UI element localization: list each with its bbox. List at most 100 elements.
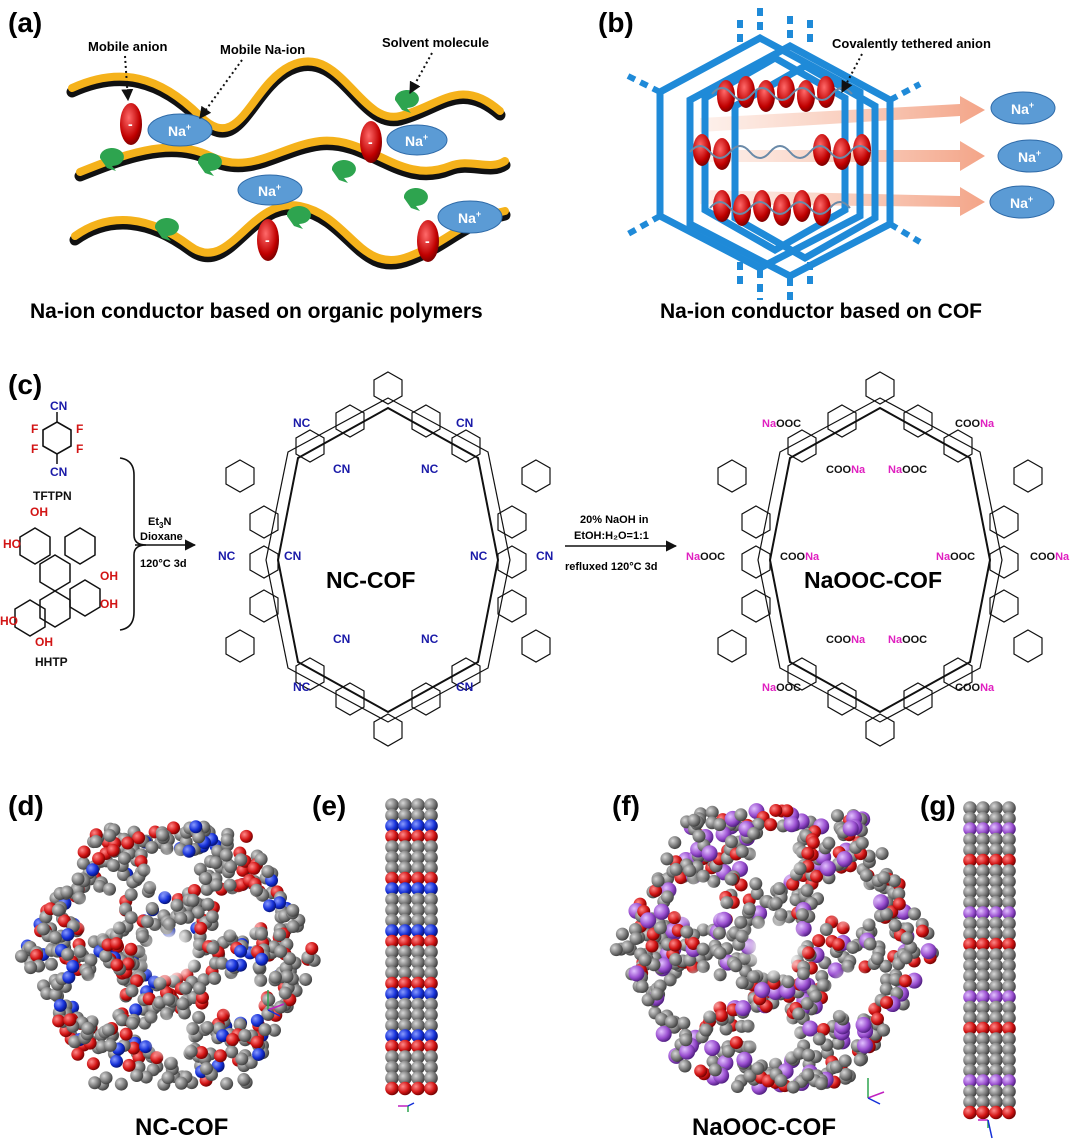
atom-sphere — [664, 1015, 678, 1029]
atom-sphere — [385, 850, 399, 865]
atom-sphere — [729, 1036, 743, 1050]
atom-sphere — [192, 1010, 206, 1024]
atom-sphere — [176, 997, 190, 1011]
atom-sphere — [101, 1023, 115, 1037]
atom-sphere — [255, 952, 269, 966]
atom-sphere — [989, 811, 1003, 826]
svg-text:CN: CN — [284, 549, 301, 563]
atom-sphere — [305, 942, 319, 956]
atom-sphere — [963, 885, 977, 899]
atom-sphere — [963, 1095, 977, 1109]
atom-sphere — [1002, 1074, 1016, 1088]
atom-sphere — [989, 927, 1003, 941]
pore-channel — [749, 1011, 801, 1064]
atom-sphere — [424, 819, 438, 833]
atom-sphere — [424, 1018, 438, 1033]
atom-sphere — [209, 878, 223, 892]
atom-sphere — [764, 818, 778, 832]
svg-text:-: - — [425, 233, 430, 249]
atom-sphere — [653, 903, 670, 920]
atom-sphere — [677, 1016, 691, 1030]
atom-sphere — [806, 836, 820, 850]
atom-sphere — [411, 808, 425, 823]
svg-text:Na+: Na+ — [405, 132, 428, 149]
na-ion: Na+ — [237, 174, 303, 206]
svg-text:Na+: Na+ — [1018, 148, 1041, 165]
atom-sphere — [839, 1067, 853, 1081]
na-ion: Na+ — [997, 139, 1063, 173]
naooc-cof-structure: NaOOC COONa COONa NaOOC NaOOC COONa NaOO… — [686, 371, 1070, 747]
atom-sphere — [193, 981, 207, 995]
atom-sphere — [694, 1064, 708, 1078]
atom-sphere — [640, 912, 657, 929]
atom-sphere — [989, 1084, 1003, 1099]
atom-sphere — [61, 947, 75, 961]
atom-sphere — [219, 848, 233, 862]
atom-sphere — [424, 1008, 438, 1022]
anion: - — [417, 220, 439, 262]
atom-sphere — [1002, 874, 1016, 889]
atom-sphere — [24, 961, 38, 975]
svg-text:refluxed 120°C 3d: refluxed 120°C 3d — [565, 561, 657, 573]
atom-sphere — [976, 969, 990, 983]
atom-sphere — [801, 846, 815, 860]
panel-b-tag: (b) — [598, 7, 634, 38]
atom-sphere — [385, 934, 399, 949]
atom-sphere — [976, 885, 990, 899]
atom-sphere — [875, 847, 889, 861]
panel-f-caption: NaOOC-COF — [692, 1114, 836, 1141]
svg-text:COONa: COONa — [826, 464, 866, 476]
atom-sphere — [1002, 1053, 1016, 1067]
atom-sphere — [424, 861, 438, 875]
atom-sphere — [411, 1071, 425, 1085]
atom-sphere — [1002, 1095, 1016, 1109]
atom-sphere — [48, 931, 62, 945]
atom-sphere — [93, 879, 107, 893]
atom-sphere — [976, 874, 990, 889]
hhtp-molecule: OH HO OH OH HO OH HHTP — [0, 505, 118, 669]
atom-sphere — [976, 822, 990, 836]
atom-sphere — [179, 981, 193, 995]
atom-sphere — [398, 871, 412, 886]
atom-sphere — [660, 852, 674, 866]
atom-sphere — [262, 899, 276, 913]
atom-sphere — [976, 1063, 990, 1078]
atom-sphere — [976, 801, 990, 815]
atom-sphere — [976, 895, 990, 910]
panel-a-tag: (a) — [8, 7, 42, 38]
svg-text:OH: OH — [30, 505, 48, 519]
svg-text:COONa: COONa — [955, 418, 995, 430]
atom-sphere — [963, 1074, 977, 1088]
axis-triad-icon — [867, 1078, 885, 1105]
atom-sphere — [200, 1020, 214, 1034]
solvent-molecule — [394, 90, 419, 113]
anion-group: - - - - — [120, 103, 439, 262]
svg-text:20% NaOH in: 20% NaOH in — [580, 514, 649, 526]
svg-text:NC: NC — [218, 549, 236, 563]
atom-sphere — [398, 966, 412, 980]
atom-sphere — [976, 1095, 990, 1109]
atom-sphere — [900, 931, 914, 945]
atom-sphere — [976, 843, 990, 857]
svg-text:EtOH:H₂O=1:1: EtOH:H₂O=1:1 — [574, 530, 649, 542]
solvent-molecule — [331, 160, 356, 183]
mobile-na-label: Mobile Na-ion — [220, 42, 305, 57]
atom-sphere — [976, 979, 990, 994]
atom-sphere — [795, 908, 809, 922]
atom-sphere — [800, 883, 814, 897]
atom-sphere — [424, 976, 438, 991]
naooc-cof-stack-model — [963, 801, 1016, 1120]
svg-text:NaOOC: NaOOC — [888, 464, 927, 476]
atom-sphere — [989, 990, 1003, 1004]
atom-sphere — [1002, 937, 1016, 952]
atom-sphere — [809, 989, 823, 1003]
atom-sphere — [411, 934, 425, 949]
atom-sphere — [385, 861, 399, 875]
atom-sphere — [663, 973, 677, 987]
pore-channel — [217, 889, 266, 938]
atom-sphere — [424, 934, 438, 949]
atom-sphere — [109, 937, 123, 951]
atom-sphere — [220, 833, 234, 847]
atom-sphere — [187, 884, 201, 898]
atom-sphere — [424, 1029, 438, 1043]
